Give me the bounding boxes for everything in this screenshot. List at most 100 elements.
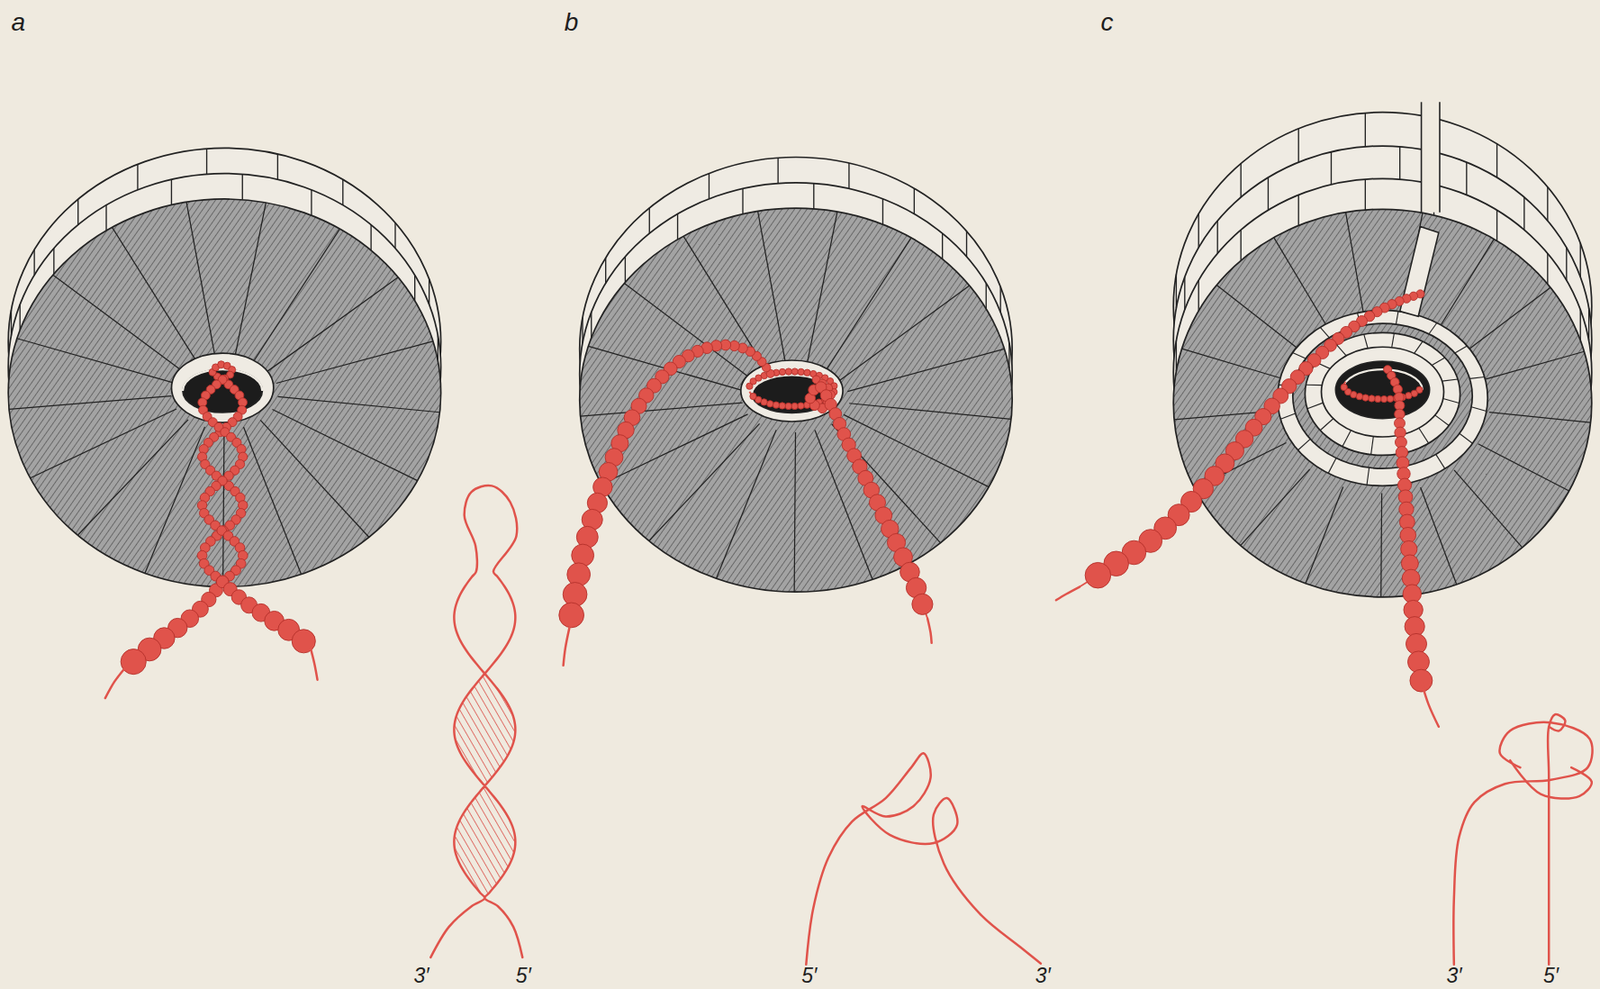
- nucleotide-bead: [559, 602, 585, 628]
- rim-block-edge: [985, 282, 987, 308]
- subunit-boundary: [1454, 470, 1523, 548]
- subunit-boundary: [1420, 487, 1457, 585]
- ring-block-edge: [1298, 438, 1311, 450]
- nucleotide-bead: [804, 369, 811, 376]
- rna-schematic: [1509, 759, 1592, 798]
- rim-block-edge: [414, 274, 416, 300]
- subunit-boundary: [1468, 287, 1551, 350]
- nucleotide-bead: [1362, 394, 1369, 401]
- ring-block-edge: [1328, 458, 1337, 474]
- rim-block-edge: [999, 286, 1001, 312]
- central-hole: [1335, 361, 1429, 418]
- rim-block-edge: [941, 233, 943, 259]
- subunit-boundary: [276, 341, 434, 384]
- subunit-boundary: [1380, 493, 1383, 597]
- inner-ring: [1321, 346, 1445, 437]
- subunit-boundary: [243, 426, 301, 575]
- rim-block-edge: [1298, 128, 1300, 163]
- ring-block-edge: [1342, 430, 1351, 447]
- subunit-boundary: [144, 426, 206, 574]
- subunit-boundary: [824, 237, 912, 373]
- nucleotide-bead: [797, 402, 805, 409]
- subunit-boundary: [587, 345, 744, 391]
- rna-strand-end: [1056, 587, 1080, 601]
- rim-block-edge: [1399, 146, 1401, 180]
- subunit-boundary: [1478, 443, 1570, 491]
- rim-block-edge: [1267, 177, 1269, 210]
- subunit-boundary: [715, 429, 777, 579]
- rim-block-edge: [882, 198, 884, 225]
- nucleotide-bead: [1405, 392, 1412, 399]
- subunit-boundary: [843, 414, 989, 487]
- rim-block-edge: [966, 231, 968, 257]
- rim-block-edge: [171, 179, 172, 205]
- rim-block-edge: [10, 309, 12, 335]
- rna-strand: [810, 379, 928, 619]
- subunit-boundary: [77, 419, 189, 535]
- rim-block-edge: [777, 157, 778, 183]
- ring-block-edge: [1459, 433, 1474, 443]
- subunit-boundary: [814, 430, 873, 580]
- rna-schematic: [805, 752, 1041, 965]
- nucleotide-bead: [1410, 668, 1433, 692]
- ring-block-edge: [1364, 334, 1368, 348]
- subunit-boundary: [271, 409, 417, 481]
- rim-block-edge: [708, 172, 710, 199]
- central-hole-rim: [171, 352, 273, 423]
- cut-face: [1400, 226, 1439, 317]
- subunit-boundary: [1274, 237, 1328, 327]
- hole-inner-wall: [182, 369, 263, 391]
- rim-block-edge: [1240, 229, 1242, 261]
- subunit-boundary: [53, 274, 182, 371]
- rim-block-edge: [1240, 163, 1242, 198]
- nucleotide-bead: [791, 368, 798, 375]
- rim-block-edge: [1198, 213, 1200, 247]
- rim-block-edge: [1496, 144, 1498, 178]
- rim-block-edge: [310, 189, 312, 216]
- subunit-boundary: [1439, 238, 1494, 327]
- rim-block-edge: [913, 188, 915, 214]
- subunit-boundary: [601, 414, 748, 485]
- subunit-boundary: [260, 419, 370, 537]
- ring-block-edge: [1319, 326, 1329, 337]
- subunit-boundary: [30, 408, 177, 479]
- ring-block-edge: [1455, 345, 1468, 353]
- panel-c: [1056, 99, 1593, 965]
- rna-schematic: [1547, 714, 1565, 965]
- nucleotide-bead: [785, 402, 792, 409]
- strand-end-label: 5′: [1543, 964, 1559, 986]
- subunit-boundary: [805, 211, 838, 369]
- rim-gap-edge: [1420, 101, 1423, 212]
- rim-block-edge: [1198, 280, 1200, 311]
- ring-block-edge: [1392, 333, 1395, 348]
- nucleotide-bead: [791, 402, 798, 409]
- panel-b: [559, 157, 1041, 965]
- subunit-boundary: [1305, 487, 1344, 584]
- nucleotide-bead: [1340, 383, 1347, 390]
- rim-block-edge: [677, 214, 678, 240]
- illustration-group: [8, 99, 1592, 965]
- panel-letter: a: [11, 9, 27, 36]
- nucleotide-bead: [1386, 395, 1393, 402]
- inner-ring: [1304, 332, 1460, 455]
- nucleotide-bead: [750, 392, 757, 399]
- panel-letter: b: [564, 9, 579, 36]
- subunit-boundary: [794, 432, 796, 592]
- rim-block-edge: [1465, 162, 1467, 195]
- rim-block-edge: [848, 162, 850, 189]
- rna-strand-end: [105, 668, 126, 698]
- nucleotide-bead: [912, 593, 933, 615]
- subunit-boundary: [1240, 469, 1311, 546]
- rna-strand: [569, 344, 770, 628]
- nucleotide-bead: [778, 368, 786, 375]
- strand-end-label: 5′: [801, 964, 817, 986]
- nucleotide-bead: [778, 402, 786, 409]
- nucleotide-bead: [797, 368, 805, 375]
- rim-block-edge: [605, 257, 606, 283]
- rim-block-edge: [242, 173, 244, 199]
- subunit-boundary: [9, 396, 172, 410]
- rim-block-edge: [105, 205, 107, 231]
- ring-block-edge: [1366, 467, 1370, 485]
- rim-block-edge: [136, 163, 138, 190]
